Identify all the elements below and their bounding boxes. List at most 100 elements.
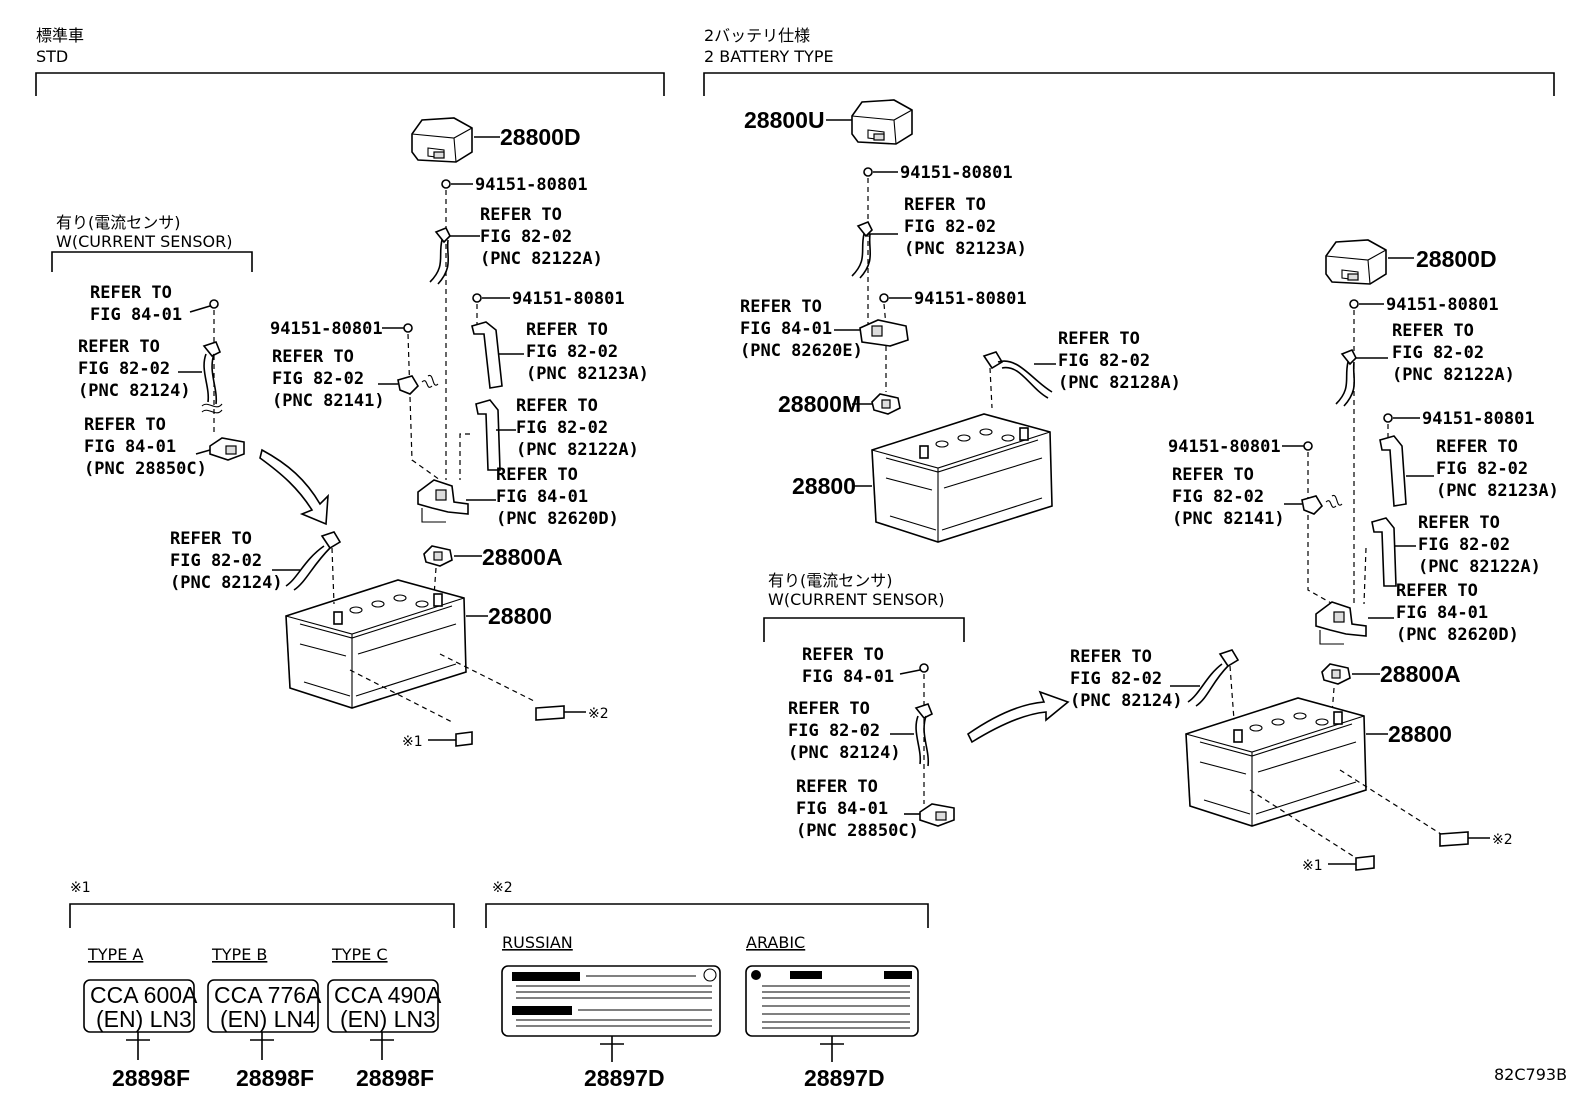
caution-label-arabic: ARABIC 28897D: [745, 933, 919, 1091]
label-type-a: TYPE A CCA 600A (EN) LN3 28898F: [83, 945, 198, 1091]
fig-82-02: FIG 82-02: [1058, 351, 1150, 371]
current-sensor-28850C-two: [919, 803, 955, 827]
figure-code: 82C793B: [1494, 1065, 1567, 1084]
pn-28897D-arabic: 28897D: [804, 1065, 885, 1091]
refer-to: REFER TO: [1070, 647, 1152, 667]
current-sensor-jp: 有り(電流センサ): [768, 571, 893, 590]
pn-bolt: 94151-80801: [900, 163, 1013, 183]
marker-2: ※2: [1492, 832, 1513, 848]
type-c-line1: CCA 490A: [334, 982, 442, 1008]
pn-28800U: 28800U: [744, 107, 825, 133]
fig-82-02: FIG 82-02: [788, 721, 880, 741]
two-battery-title-en: 2 BATTERY TYPE: [704, 47, 834, 66]
std-title-en: STD: [36, 47, 68, 66]
pnc-82122A: (PNC 82122A): [1392, 365, 1515, 385]
battery-28800-std: [285, 579, 467, 709]
fig-82-02: FIG 82-02: [170, 551, 262, 571]
bolt-icon: [1349, 299, 1359, 309]
arabic-label: ARABIC: [746, 933, 805, 952]
label-type-c: TYPE C CCA 490A (EN) LN3 28898F: [327, 945, 442, 1091]
type-a-name: TYPE A: [87, 945, 143, 964]
pnc-82124: (PNC 82124): [1070, 691, 1183, 711]
legend-2-bracket: [485, 903, 929, 928]
pn-bolt: 94151-80801: [1386, 295, 1499, 315]
current-sensor-bracket: [51, 251, 253, 272]
pn-bolt: 94151-80801: [512, 289, 625, 309]
bolt-icon: [1303, 441, 1313, 451]
cable-icon: [1335, 349, 1357, 407]
pn-28800-main: 28800: [1388, 721, 1452, 747]
refer-to: REFER TO: [1418, 513, 1500, 533]
fig-82-02: FIG 82-02: [1172, 487, 1264, 507]
type-c-line2: (EN) LN3: [340, 1006, 436, 1032]
fig-84-01: FIG 84-01: [84, 437, 176, 457]
std-bracket: [35, 72, 665, 96]
fig-84-01: FIG 84-01: [1396, 603, 1488, 623]
refer-to: REFER TO: [170, 529, 252, 549]
pnc-82122A: (PNC 82122A): [480, 249, 603, 269]
pnc-82122A: (PNC 82122A): [1418, 557, 1541, 577]
type-b-line2: (EN) LN4: [220, 1006, 316, 1032]
refer-to: REFER TO: [526, 320, 608, 340]
arrow-icon: [966, 690, 1070, 744]
type-b-name: TYPE B: [211, 945, 267, 964]
pn-bolt: 94151-80801: [270, 319, 383, 339]
clamp-28800A-std: [423, 545, 453, 567]
refer-to: REFER TO: [802, 645, 884, 665]
legend-marker-1: ※1: [70, 880, 91, 896]
fig-82-02: FIG 82-02: [904, 217, 996, 237]
legend-1-bracket: [69, 903, 455, 928]
pnc-82124: (PNC 82124): [170, 573, 283, 593]
bolt-icon: [403, 323, 413, 333]
terminal-82620D-std: [417, 479, 469, 523]
pnc-82123A: (PNC 82123A): [904, 239, 1027, 259]
marker-1: ※1: [402, 734, 423, 750]
bolt-icon: [1383, 413, 1393, 423]
fig-82-02: FIG 82-02: [1418, 535, 1510, 555]
cover-28800D-std: [411, 117, 473, 163]
pn-bolt: 94151-80801: [1422, 409, 1535, 429]
fig-82-02: FIG 82-02: [272, 369, 364, 389]
legend-marker-2: ※2: [492, 880, 513, 896]
pn-28800A-std: 28800A: [482, 544, 563, 570]
bolt-icon: [863, 167, 873, 177]
fig-82-02: FIG 82-02: [480, 227, 572, 247]
pn-28898F-a: 28898F: [112, 1065, 190, 1091]
two-battery-bracket: [703, 72, 1555, 96]
label-type-b: TYPE B CCA 776A (EN) LN4 28898F: [207, 945, 322, 1091]
pnc-82122A: (PNC 82122A): [516, 440, 639, 460]
pn-28800-std: 28800: [488, 603, 552, 629]
pnc-82141: (PNC 82141): [1172, 509, 1285, 529]
arrow-icon: [259, 449, 329, 525]
pnc-82124: (PNC 82124): [788, 743, 901, 763]
type-c-name: TYPE C: [331, 945, 388, 964]
russian-label: RUSSIAN: [502, 933, 573, 952]
refer-to: REFER TO: [78, 337, 160, 357]
fig-84-01: FIG 84-01: [802, 667, 894, 687]
battery-28800-secondary: [871, 413, 1053, 543]
fig-82-02: FIG 82-02: [526, 342, 618, 362]
marker-2: ※2: [588, 706, 609, 722]
pn-28800M: 28800M: [778, 391, 861, 417]
bolt-icon: [919, 663, 929, 673]
refer-to: REFER TO: [1172, 465, 1254, 485]
fig-82-02: FIG 82-02: [516, 418, 608, 438]
pn-bolt: 94151-80801: [1168, 437, 1281, 457]
refer-to: REFER TO: [84, 415, 166, 435]
refer-to: REFER TO: [516, 396, 598, 416]
current-sensor-jp: 有り(電流センサ): [56, 213, 181, 232]
bolt-icon: [441, 179, 451, 189]
terminal-82620D-two: [1315, 601, 1367, 645]
refer-to: REFER TO: [788, 699, 870, 719]
refer-to: REFER TO: [796, 777, 878, 797]
pnc-82123A: (PNC 82123A): [1436, 481, 1559, 501]
refer-to: REFER TO: [90, 283, 172, 303]
pn-28898F-c: 28898F: [356, 1065, 434, 1091]
refer-to: REFER TO: [1392, 321, 1474, 341]
cable-icon: [851, 221, 873, 279]
pn-28800D-two: 28800D: [1416, 246, 1497, 272]
pnc-82124: (PNC 82124): [78, 381, 191, 401]
fig-82-02: FIG 82-02: [1436, 459, 1528, 479]
current-sensor-28850C-std: [209, 437, 245, 461]
refer-to: REFER TO: [1396, 581, 1478, 601]
